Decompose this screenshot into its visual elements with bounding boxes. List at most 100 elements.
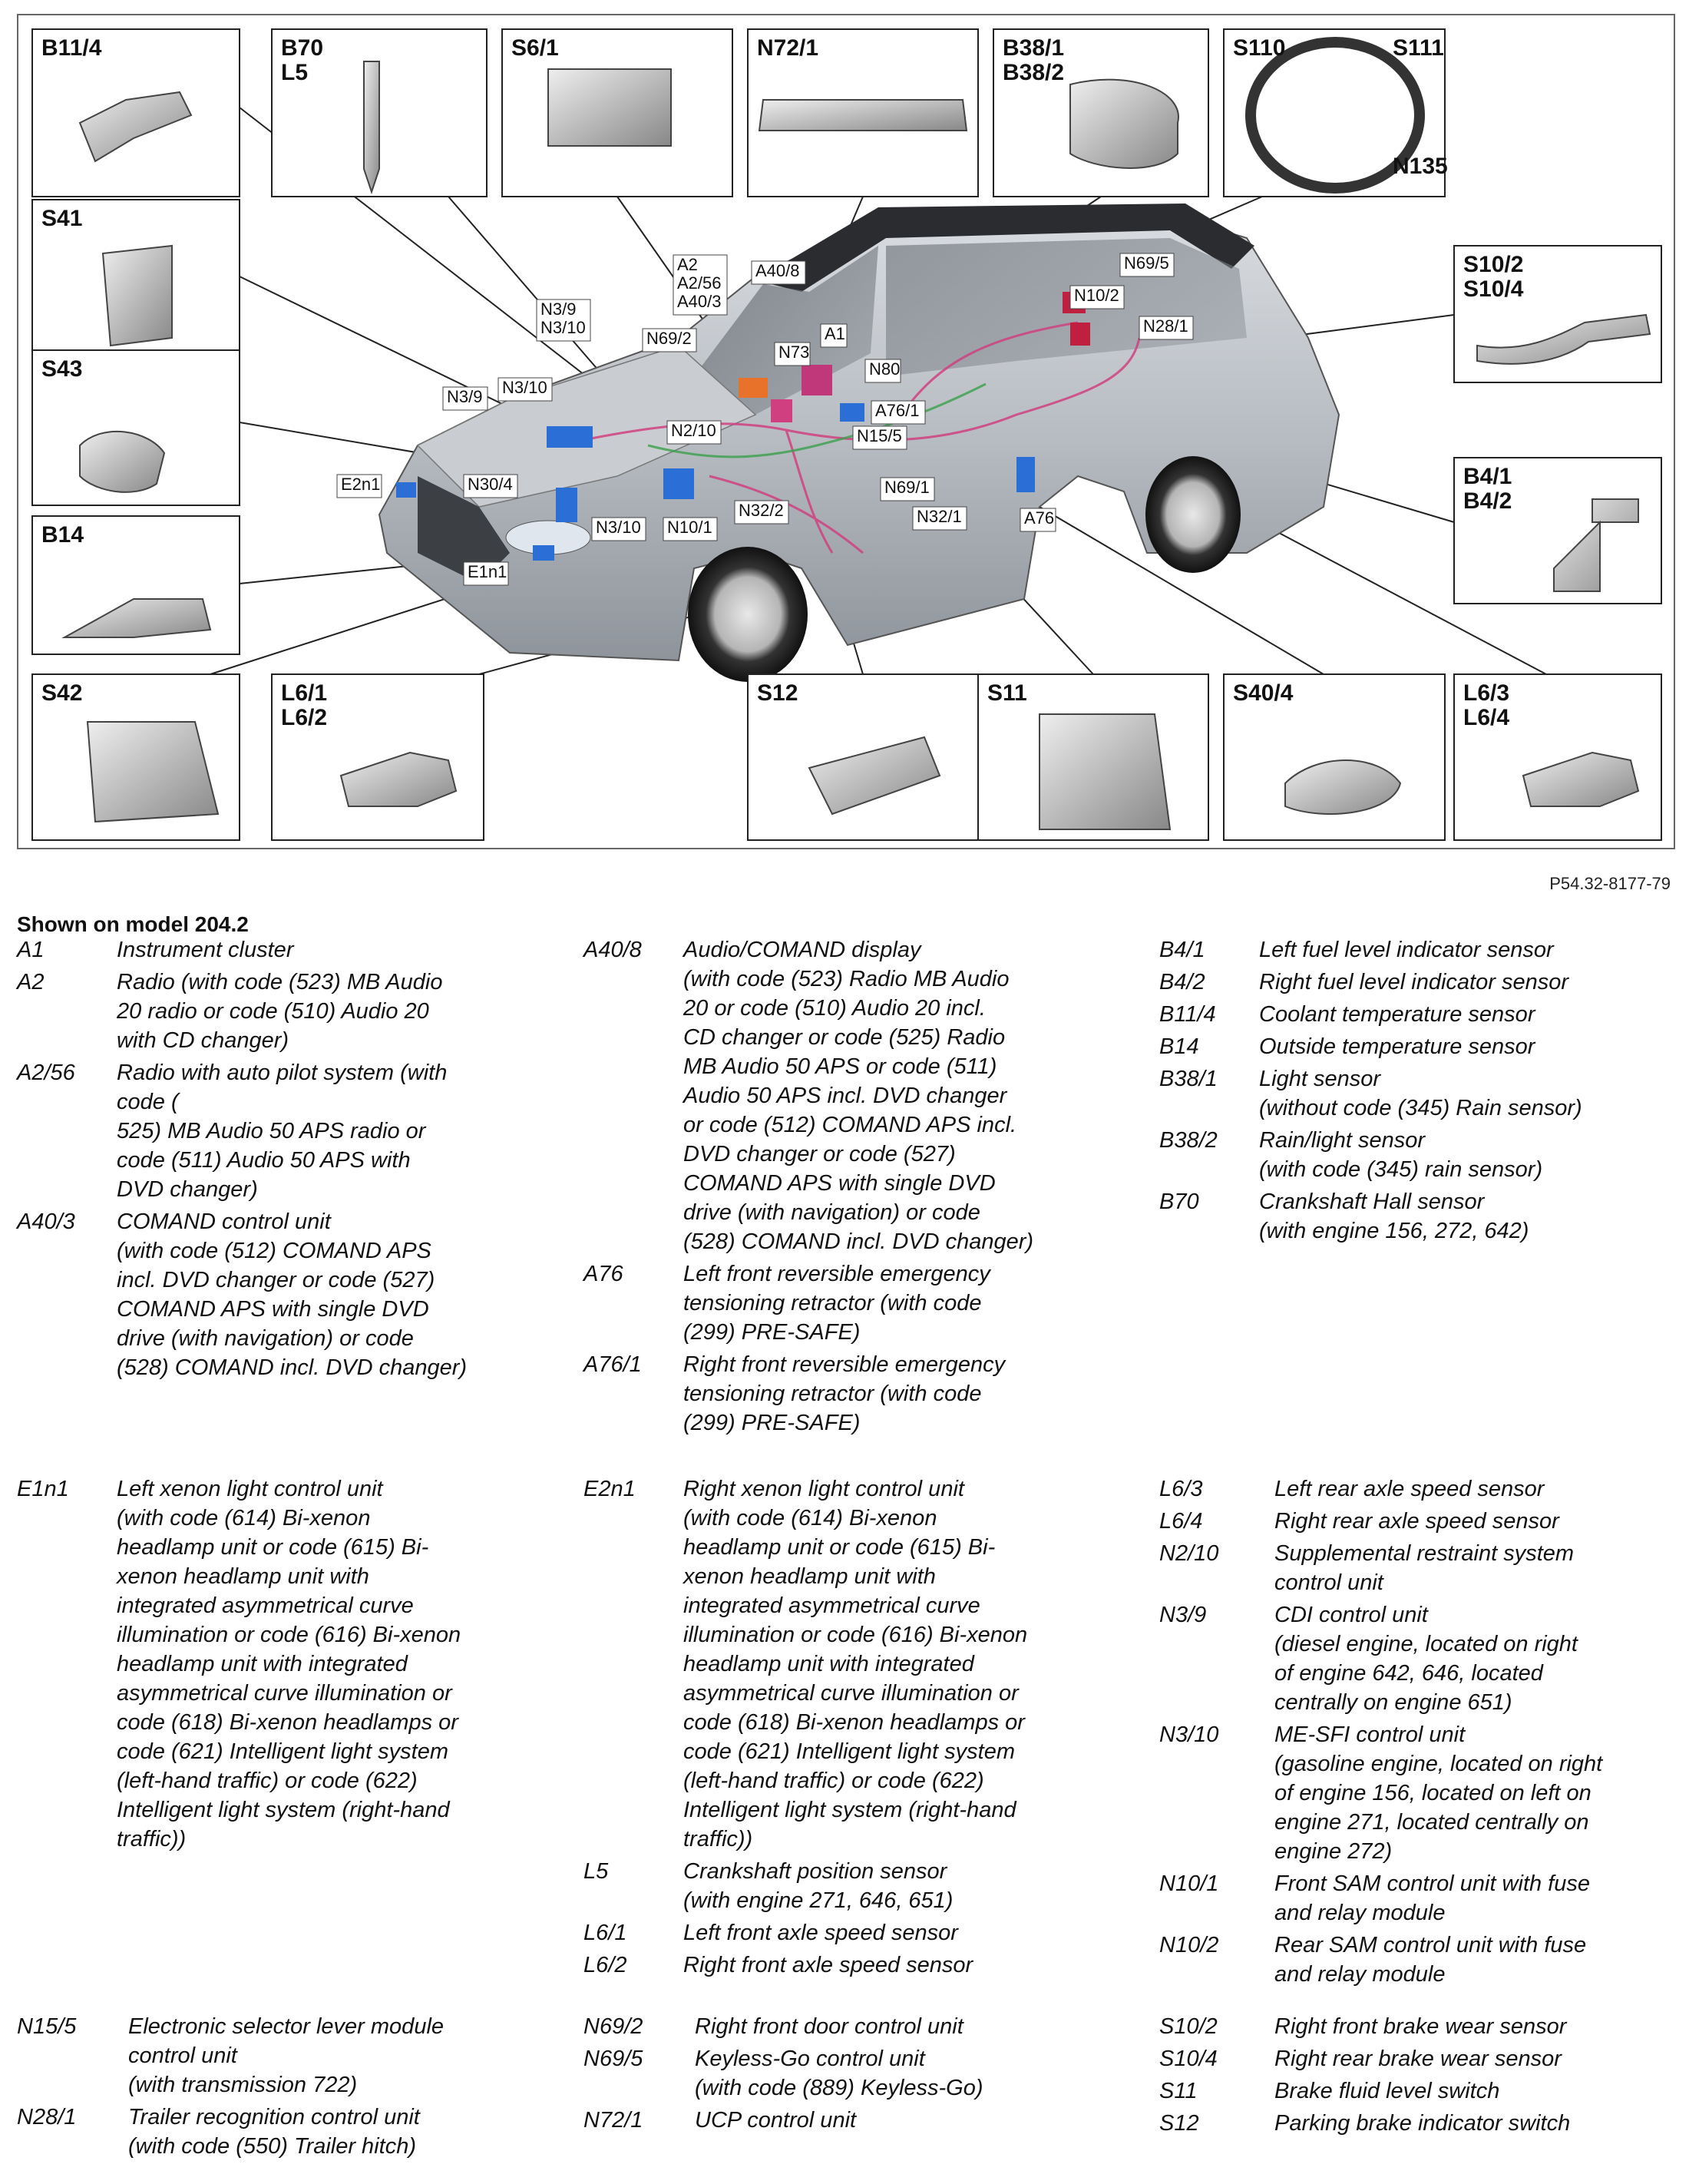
legend-description: Right xenon light control unit (with cod… [683, 1477, 1028, 1851]
callout-box-n3-10-a [497, 377, 553, 402]
legend-code: A2/56 [17, 1061, 75, 1085]
panel-b70-l5-part [363, 61, 380, 195]
legend-column: E1n1 Left xenon light control unit (with … [17, 1474, 583, 1857]
legend-description: Left rear axle speed sensor [1274, 1477, 1545, 1501]
panel-label-s110: S110 [1233, 35, 1285, 61]
legend-code: B11/4 [1159, 1002, 1216, 1027]
legend-entry: S10/4 Right rear brake wear sensor [1159, 2044, 1674, 2073]
legend-code: A2 [17, 970, 45, 994]
unit-n3-10 [547, 426, 593, 448]
legend-code: N72/1 [583, 2108, 643, 2133]
legend-code: N10/1 [1159, 1871, 1219, 1896]
car-front-wheel [688, 547, 808, 682]
panel-s11-part [1039, 713, 1172, 830]
legend-entry: N10/1 Front SAM control unit with fuse an… [1159, 1869, 1674, 1928]
legend-code: S10/2 [1159, 2014, 1218, 2039]
legend-code: L6/4 [1159, 1509, 1203, 1534]
legend-description: Front SAM control unit with fuse and rel… [1274, 1871, 1590, 1925]
callout-n69-2: N69/2 [646, 329, 692, 348]
legend-description: Trailer recognition control unit (with c… [128, 2105, 420, 2159]
leader-line [1039, 506, 1324, 675]
steering-wheel-icon [1245, 37, 1425, 194]
callout-box-n69-1 [880, 477, 935, 501]
panel-l6-1-part [339, 751, 458, 807]
legend-entry: S11 Brake fluid level switch [1159, 2076, 1674, 2106]
legend-code: E1n1 [17, 1477, 69, 1501]
panel-l6-3-part [1522, 751, 1640, 807]
legend-code: B4/2 [1159, 970, 1205, 994]
legend-description: Outside temperature sensor [1259, 1034, 1535, 1059]
panel-label-b14: B14 [41, 522, 84, 548]
panel-label-s11: S11 [987, 680, 1027, 706]
callout-n15-5: N15/5 [857, 426, 902, 445]
callout-box-a76 [1020, 508, 1056, 532]
callout-n3-10-a: N3/10 [502, 378, 547, 397]
panel-label-s41: S41 [41, 206, 82, 231]
callout-n10-2: N10/2 [1074, 286, 1119, 305]
panel-s43-part [79, 430, 166, 493]
legend-description: Brake fluid level switch [1274, 2079, 1500, 2103]
legend-description: Radio (with code (523) MB Audio 20 radio… [117, 970, 443, 1053]
callout-box-e2n1 [336, 474, 382, 498]
panel-label-s42: S42 [41, 680, 82, 706]
panel-s12-part [808, 736, 941, 816]
unit-n2-10 [663, 468, 694, 499]
callout-a76-1: A76/1 [875, 401, 920, 420]
callout-box-a2-stack [673, 254, 728, 316]
unit-e2n1 [396, 482, 416, 498]
legend-code: N15/5 [17, 2014, 77, 2039]
legend-title: Shown on model 204.2 [17, 912, 249, 936]
callout-box-a76-1 [871, 400, 926, 425]
legend-description: Rear SAM control unit with fuse and rela… [1274, 1933, 1587, 1987]
legend-code: B38/1 [1159, 1067, 1218, 1091]
legend-description: Parking brake indicator switch [1274, 2111, 1571, 2136]
callout-box-n3-9 [442, 386, 488, 411]
unit-a76-1 [840, 403, 864, 422]
callout-box-n73 [774, 342, 811, 366]
legend-description: Left front axle speed sensor [683, 1921, 958, 1945]
callout-box-n3-10-b [591, 517, 646, 541]
panel-s42-part [86, 721, 220, 823]
legend-description: Keyless-Go control unit (with code (889)… [695, 2047, 983, 2100]
legend-description: Left xenon light control unit (with code… [117, 1477, 461, 1851]
callout-n69-1: N69/1 [884, 478, 930, 497]
legend-code: E2n1 [583, 1477, 636, 1501]
legend-column: E2n1 Right xenon light control unit (with… [583, 1474, 1152, 1983]
panel-s110 [1223, 28, 1446, 197]
car-roof [755, 204, 1254, 292]
panel-label-s43: S43 [41, 356, 82, 382]
legend-code: A40/8 [583, 938, 642, 962]
callout-box-n2-10 [666, 420, 722, 445]
legend-code: S10/4 [1159, 2047, 1218, 2071]
panel-s40-4-part [1284, 759, 1402, 815]
callout-box-n3-9-n3-10 [536, 299, 591, 342]
legend-description: Right rear brake wear sensor [1274, 2047, 1562, 2071]
legend-description: Left fuel level indicator sensor [1259, 938, 1554, 962]
unit-n10-2 [1070, 323, 1090, 346]
legend-code: S11 [1159, 2079, 1198, 2103]
callout-box-n10-1 [663, 517, 718, 541]
unit-a76 [1016, 457, 1035, 492]
legend-code: N69/5 [583, 2047, 643, 2071]
